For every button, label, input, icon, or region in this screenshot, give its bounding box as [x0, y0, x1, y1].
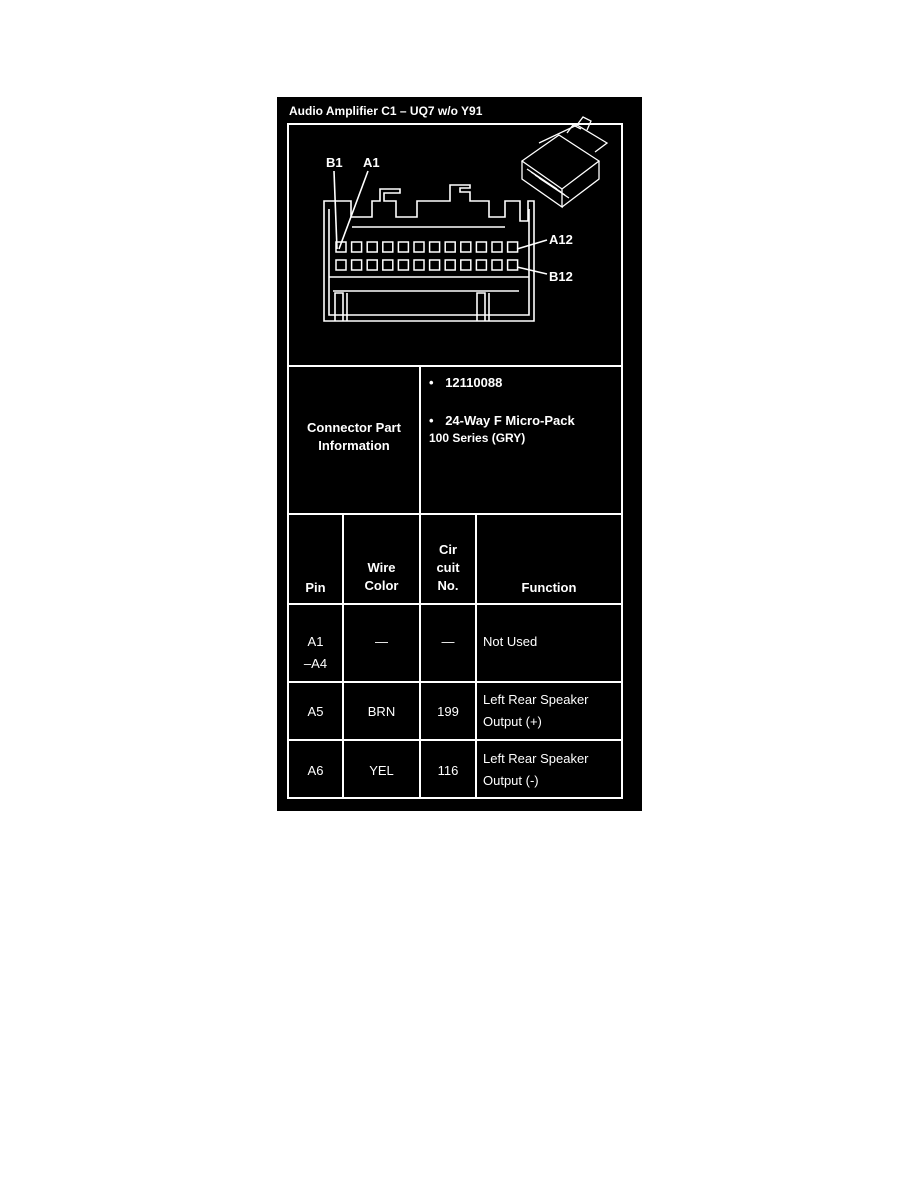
header-circuit-line3: No.	[437, 578, 459, 593]
label-b12: B12	[549, 269, 573, 284]
header-circuit: Cir cuit No.	[421, 541, 475, 595]
panel-title: Audio Amplifier C1 – UQ7 w/o Y91	[289, 104, 483, 118]
pin-line1: A6	[307, 763, 324, 778]
function-line2: Output (+)	[483, 714, 542, 729]
leader-a1	[338, 170, 369, 250]
connector-panel: Audio Amplifier C1 – UQ7 w/o Y91	[277, 97, 642, 811]
connector-face-outline	[323, 184, 535, 322]
leader-b12	[516, 266, 548, 275]
pin-cavity	[506, 241, 519, 253]
latch-right	[476, 292, 490, 321]
table-row-pin: A6	[289, 760, 342, 782]
table-row-wire-color: BRN	[367, 704, 396, 719]
function-line1: Left Rear Speaker	[483, 692, 589, 707]
pin-cavity	[413, 241, 425, 253]
pin-cavity	[335, 259, 347, 271]
header-wire-color: Wire Color	[344, 559, 419, 595]
table-row-circuit: —	[441, 634, 455, 649]
pin-cavity	[460, 241, 472, 253]
pin-cavity	[382, 241, 394, 253]
divider-info	[287, 513, 623, 515]
label-b1: B1	[326, 155, 343, 170]
table-row-pin: A1 –A4	[289, 631, 342, 675]
connector-info-label: Connector Part Information	[289, 419, 419, 455]
table-row-wire-color: YEL	[369, 763, 394, 778]
pin-cavity	[397, 241, 410, 253]
connector-inner-outline	[328, 209, 530, 316]
function-line2: Output (-)	[483, 773, 539, 788]
function-line1: Left Rear Speaker	[483, 751, 589, 766]
table-row-circuit: 199	[437, 704, 459, 719]
row-divider-1	[287, 681, 623, 683]
pin-cavity	[444, 259, 456, 271]
part-number-bullet: •	[429, 375, 434, 390]
divider-diagram	[287, 365, 623, 367]
description-line: • 24-Way F Micro-Pack	[429, 410, 575, 432]
connector-info-label-line1: Connector Part	[307, 420, 401, 435]
connector-description-line2: 100 Series (GRY)	[429, 431, 526, 445]
pin-cavity	[413, 259, 425, 271]
header-function: Function	[521, 580, 577, 595]
pin-cavity	[366, 241, 378, 253]
pin-cavity	[491, 241, 503, 253]
function-line1: Not Used	[483, 634, 538, 649]
table-row-pin: A5	[289, 701, 342, 723]
leader-a12	[516, 239, 548, 250]
latch-left	[333, 290, 519, 321]
row-divider-header	[287, 603, 623, 605]
table-row-wire-color: —	[375, 634, 388, 649]
divider-info-vertical	[419, 365, 421, 515]
frame-right	[621, 123, 623, 799]
header-circuit-line1: Cir	[438, 542, 458, 557]
frame-bottom	[287, 797, 623, 799]
header-wire-color-line1: Wire	[367, 560, 396, 575]
pin-cavity	[366, 259, 378, 271]
pin-cavity	[397, 259, 410, 271]
pin-cavity	[444, 241, 456, 253]
part-number-line: • 12110088	[429, 372, 502, 394]
table-row-function: Left Rear Speaker Output (-)	[483, 748, 589, 792]
header-circuit-line2: cuit	[436, 560, 460, 575]
col-divider-1	[342, 513, 344, 799]
connector-3d-icon	[520, 116, 609, 209]
description-bullet: •	[429, 413, 434, 428]
connector-diagram: B1 A1 A12 B12	[323, 116, 609, 322]
part-number: 12110088	[445, 375, 503, 390]
leader-b1	[333, 170, 338, 250]
pin-cavity	[335, 241, 347, 253]
connector-description: 24-Way F Micro-Pack	[445, 413, 575, 428]
connector-info-label-line2: Information	[318, 438, 390, 453]
table-row-circuit: 116	[437, 763, 459, 778]
table-row-function: Left Rear Speaker Output (+)	[483, 689, 589, 733]
label-a1: A1	[363, 155, 380, 170]
frame-top	[287, 123, 623, 125]
pin-cavity	[382, 259, 394, 271]
col-divider-2	[419, 513, 421, 799]
col-divider-3	[475, 513, 477, 799]
pin-cavity	[350, 259, 363, 271]
header-pin: Pin	[305, 580, 326, 595]
pin-cavity	[475, 241, 488, 253]
pin-cavity	[350, 241, 363, 253]
pin-line2: –A4	[303, 656, 328, 671]
pin-cavity	[428, 259, 441, 271]
row-divider-2	[287, 739, 623, 741]
pin-cavity	[460, 259, 472, 271]
label-a12: A12	[549, 232, 573, 247]
pin-line1: A1	[307, 634, 324, 649]
table-row-function: Not Used	[483, 631, 537, 653]
pin-cavity	[491, 259, 503, 271]
pin-cavity	[506, 259, 519, 271]
frame-left	[287, 123, 289, 799]
header-wire-color-line2: Color	[364, 578, 399, 593]
pin-cavity	[475, 259, 488, 271]
pin-line1: A5	[307, 704, 324, 719]
pin-cavity	[428, 241, 441, 253]
